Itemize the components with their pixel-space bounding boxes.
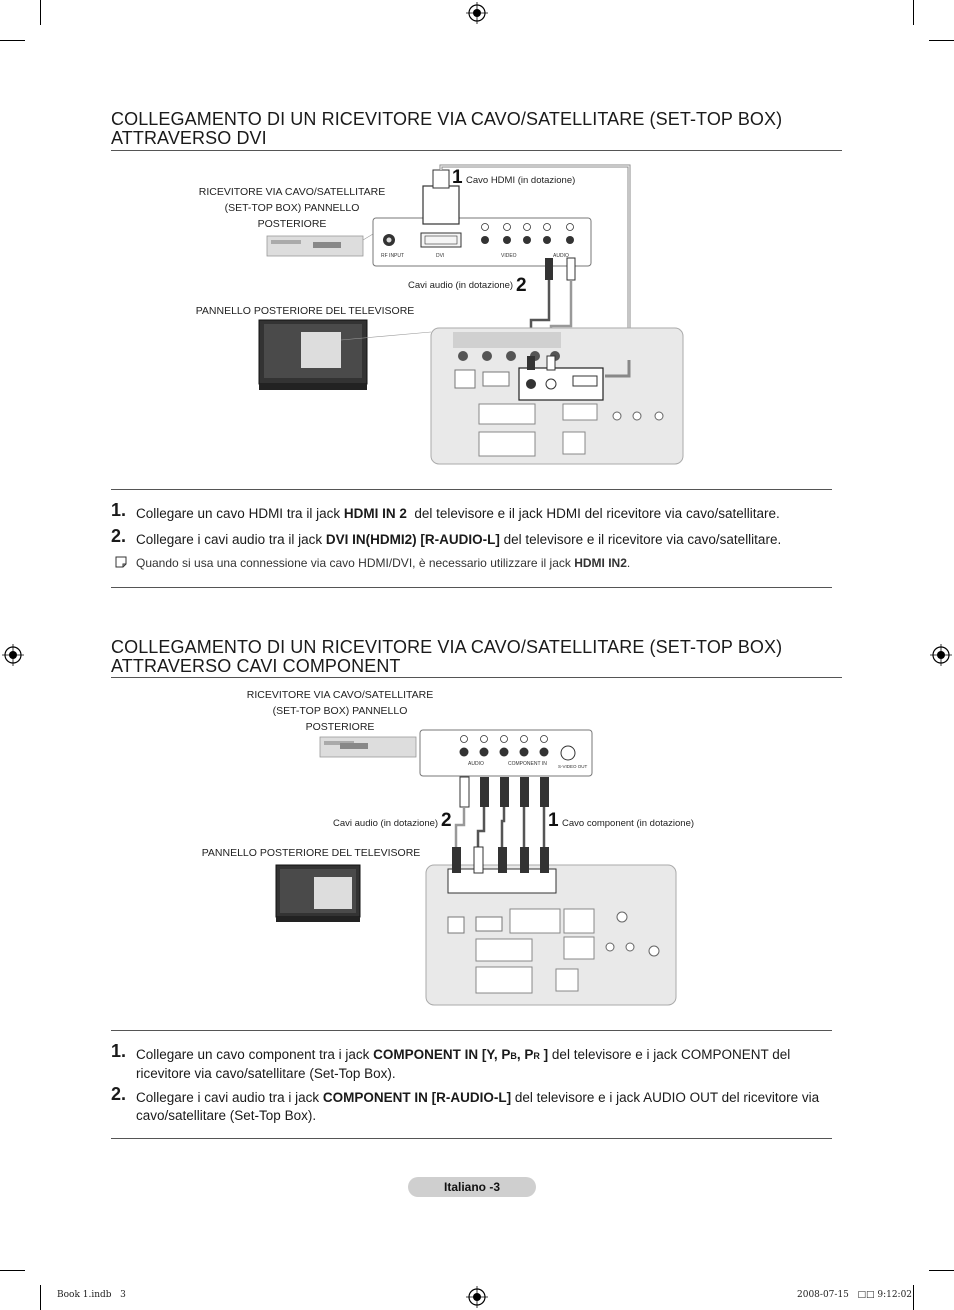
stb-label-2: RICEVITORE VIA CAVO/SATELLITARE (SET-TOP… bbox=[246, 689, 434, 733]
crop-mark bbox=[929, 40, 954, 41]
registration-mark-icon bbox=[2, 644, 24, 666]
registration-mark-icon bbox=[930, 644, 952, 666]
registration-mark-icon bbox=[466, 2, 488, 24]
svg-text:S-VIDEO OUT: S-VIDEO OUT bbox=[558, 764, 588, 769]
stb-label-1: RICEVITORE VIA CAVO/SATELLITARE (SET-TOP… bbox=[198, 186, 386, 230]
crop-mark bbox=[913, 0, 914, 25]
section1-title-rule bbox=[111, 150, 842, 151]
section2-title-rule bbox=[111, 677, 842, 678]
section2-steps-top-rule bbox=[111, 1030, 832, 1031]
svg-text:AUDIO: AUDIO bbox=[468, 761, 484, 767]
slug-right: 2008-07-15 □□ 9:12:02 bbox=[797, 1290, 913, 1300]
slug-left: Book 1.indb 3 bbox=[57, 1290, 126, 1300]
section1-title-line2: ATTRAVERSO DVI bbox=[111, 128, 267, 148]
cable2-number: 2 bbox=[516, 275, 527, 296]
section2-title-line2: ATTRAVERSO CAVI COMPONENT bbox=[111, 656, 401, 676]
section1-steps-bottom-rule bbox=[111, 587, 832, 588]
section2-steps-bottom-rule bbox=[111, 1138, 832, 1139]
page-number-pill: Italiano -3 bbox=[408, 1177, 536, 1197]
cable2-label: Cavi audio (in dotazione) bbox=[408, 280, 514, 291]
cable1-label: Cavo HDMI (in dotazione) bbox=[466, 175, 576, 186]
crop-mark bbox=[0, 1270, 25, 1271]
tv-label-2: PANNELLO POSTERIORE DEL TELEVISORE bbox=[201, 847, 421, 859]
cable2-number-s2: 2 bbox=[441, 810, 452, 831]
crop-mark bbox=[0, 40, 25, 41]
cable2-label-s2: Cavi audio (in dotazione) bbox=[333, 818, 439, 829]
cable1-label-s2: Cavo component (in dotazione) bbox=[562, 818, 695, 829]
dvi-connection-diagram: RF INPUT DVI VIDEO AUDIO bbox=[258, 164, 684, 465]
svg-text:DVI: DVI bbox=[436, 253, 444, 259]
tv-label-1: PANNELLO POSTERIORE DEL TELEVISORE bbox=[195, 305, 415, 317]
svg-text:RF INPUT: RF INPUT bbox=[381, 253, 404, 259]
crop-mark bbox=[40, 1285, 41, 1310]
section1-title-line1: COLLEGAMENTO DI UN RICEVITORE VIA CAVO/S… bbox=[111, 109, 783, 129]
component-connection-diagram: AUDIO COMPONENT IN S-VIDEO OUT bbox=[275, 729, 677, 1006]
section1-note: Quando si usa una connessione via cavo H… bbox=[136, 556, 631, 570]
svg-text:AUDIO: AUDIO bbox=[553, 253, 569, 259]
cable1-number-s2: 1 bbox=[548, 810, 559, 831]
registration-mark-icon bbox=[466, 1286, 488, 1308]
crop-mark bbox=[913, 1285, 914, 1310]
section2-title-line1: COLLEGAMENTO DI UN RICEVITORE VIA CAVO/S… bbox=[111, 637, 783, 657]
svg-text:COMPONENT IN: COMPONENT IN bbox=[508, 761, 547, 767]
note-icon bbox=[115, 556, 127, 568]
crop-mark bbox=[929, 1270, 954, 1271]
section1-steps-top-rule bbox=[111, 489, 832, 490]
svg-text:VIDEO: VIDEO bbox=[501, 253, 517, 259]
cable1-number: 1 bbox=[452, 167, 463, 188]
crop-mark bbox=[40, 0, 41, 25]
